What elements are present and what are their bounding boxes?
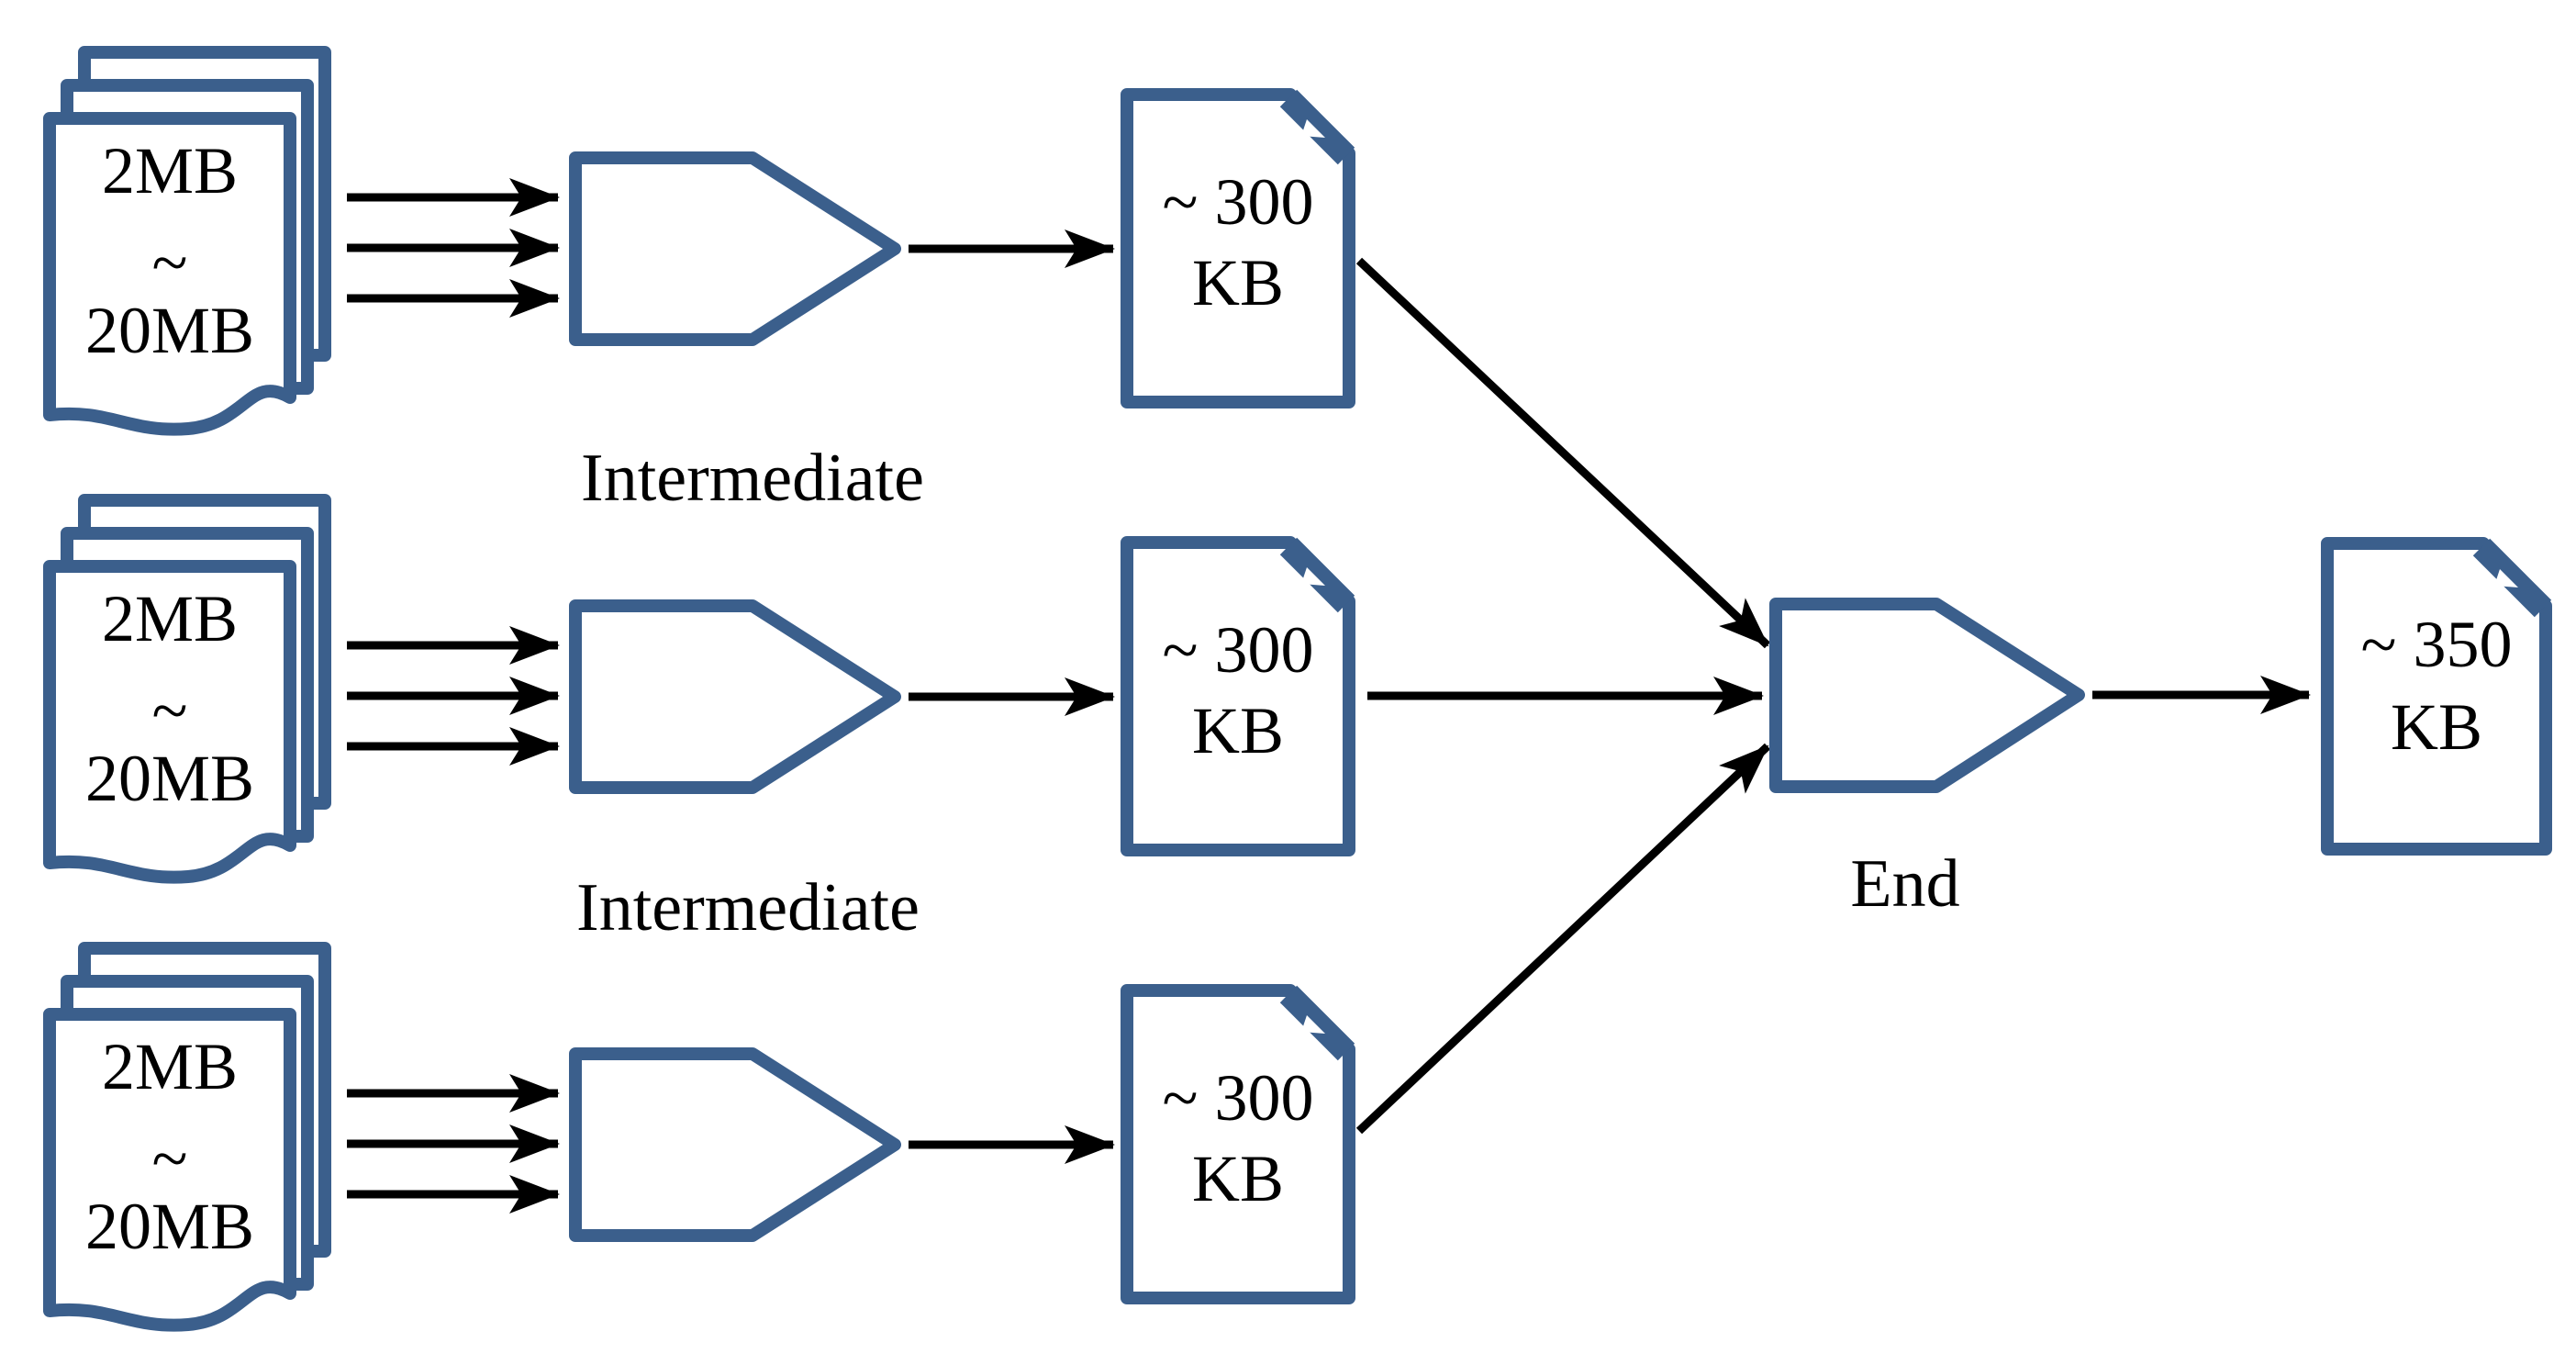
intermediate-label-1: Intermediate	[581, 441, 924, 516]
folded-corner-notch	[1301, 1015, 1325, 1034]
flow-row-1: 2MB ~ 20MB ~ 300 KB	[43, 46, 1355, 436]
intermediate-process-pentagon	[569, 1047, 901, 1242]
intermediate-label-2: Intermediate	[576, 870, 920, 945]
converge-arrow-top	[1355, 257, 1771, 649]
intermediate-process-pentagon	[569, 599, 901, 794]
source-size-line3: 20MB	[85, 1190, 254, 1263]
source-size-line2: ~	[152, 226, 188, 299]
source-size-line3: 20MB	[85, 742, 254, 815]
output-document: ~ 300 KB	[1121, 88, 1355, 408]
source-document-stack: 2MB ~ 20MB	[43, 494, 331, 884]
source-document-stack: 2MB ~ 20MB	[43, 942, 331, 1332]
folded-corner-notch	[1301, 567, 1325, 586]
source-size-line2: ~	[152, 1122, 188, 1195]
folded-corner-icon	[2472, 538, 2552, 618]
output-size-line1: ~ 300	[1163, 165, 1314, 239]
flow-row-2: 2MB ~ 20MB ~ 300 KB	[43, 494, 1355, 884]
front-page-wavy	[43, 112, 296, 436]
output-document-outline	[1121, 88, 1355, 408]
front-page-wavy	[43, 560, 296, 884]
source-size-line1: 2MB	[102, 134, 238, 207]
source-size-line1: 2MB	[102, 1030, 238, 1103]
final-size-line2: KB	[2391, 690, 2482, 764]
output-size-line2: KB	[1192, 694, 1284, 767]
output-document-outline	[1121, 984, 1355, 1304]
flow-row-3: 2MB ~ 20MB ~ 300 KB	[43, 942, 1355, 1332]
end-process-pentagon	[1769, 598, 2085, 793]
folded-corner-notch	[1301, 119, 1325, 138]
folded-corner-icon	[1279, 985, 1355, 1061]
converge-arrow-bottom	[1355, 743, 1771, 1135]
intermediate-process-pentagon	[569, 151, 901, 346]
output-document-outline	[1121, 536, 1355, 856]
output-document: ~ 300 KB	[1121, 536, 1355, 856]
output-size-line1: ~ 300	[1163, 1061, 1314, 1135]
source-document-stack: 2MB ~ 20MB	[43, 46, 331, 436]
output-size-line2: KB	[1192, 1142, 1284, 1215]
front-page-wavy	[43, 1008, 296, 1332]
output-size-line1: ~ 300	[1163, 613, 1314, 687]
source-size-line3: 20MB	[85, 294, 254, 367]
output-size-line2: KB	[1192, 246, 1284, 319]
source-size-line2: ~	[152, 674, 188, 747]
final-size-line1: ~ 350	[2361, 608, 2513, 681]
output-document-outline	[2321, 537, 2552, 856]
folded-corner-icon	[1279, 537, 1355, 613]
source-size-line1: 2MB	[102, 582, 238, 655]
output-document: ~ 300 KB	[1121, 984, 1355, 1304]
final-output-document: ~ 350 KB	[2321, 537, 2552, 856]
end-label: End	[1850, 846, 1959, 922]
folded-corner-icon	[1279, 89, 1355, 165]
folded-corner-notch	[2494, 569, 2518, 587]
